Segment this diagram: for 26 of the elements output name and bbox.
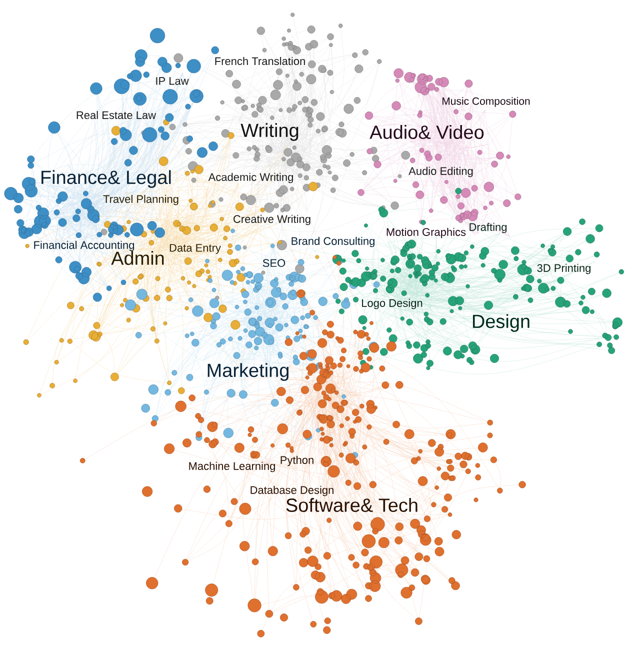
- node-label: IP Law: [156, 77, 189, 85]
- node-label: Logo Design: [362, 298, 422, 310]
- node-label: Brand Consulting: [292, 236, 374, 248]
- node-label: Machine Learning: [189, 462, 275, 472]
- cluster-label: Marketing: [208, 363, 288, 381]
- node-label: Motion Graphics: [386, 228, 466, 238]
- cluster-label: Writing: [240, 123, 298, 141]
- node-label: Database Design: [250, 486, 334, 496]
- node-label: Real Estate Law: [76, 110, 156, 120]
- node-label: Audio Editing: [408, 166, 473, 178]
- node-label: Drafting: [470, 222, 507, 234]
- cluster-label: Admin: [111, 251, 164, 265]
- node-label: Python: [280, 456, 314, 466]
- cluster-label: Audio& Video: [370, 125, 484, 139]
- node-label: SEO: [262, 259, 286, 267]
- node-label: Creative Writing: [234, 214, 310, 226]
- cluster-label: Software& Tech: [286, 498, 418, 512]
- node-label: Music Composition: [442, 97, 530, 107]
- node-label: Data Entry: [170, 244, 221, 254]
- node-label: Travel Planning: [103, 194, 178, 206]
- node-label: Academic Writing: [208, 172, 293, 184]
- cluster-label: Finance& Legal: [42, 170, 171, 188]
- cluster-label: Design: [472, 314, 530, 332]
- node-label: Financial Accounting: [34, 240, 134, 252]
- node-label: French Translation: [215, 56, 305, 66]
- node-label: 3D Printing: [537, 264, 590, 274]
